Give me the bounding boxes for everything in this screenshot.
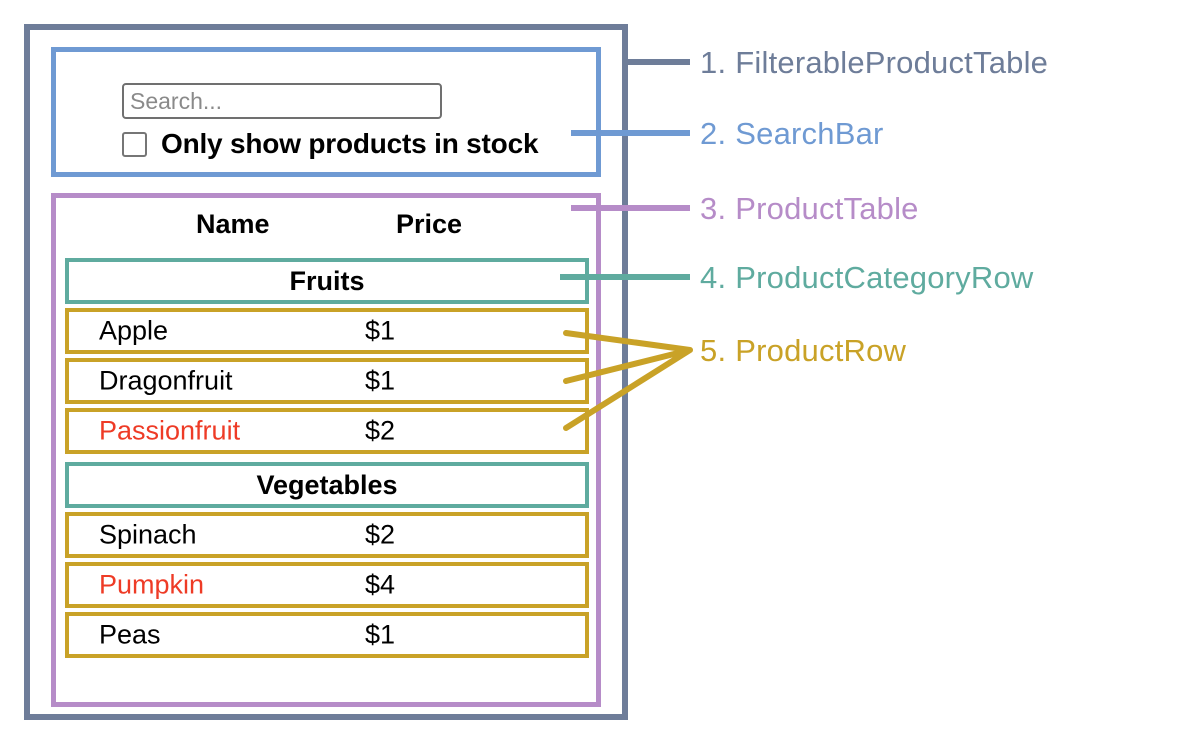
product-name: Apple [99, 315, 169, 346]
legend-text-2: SearchBar [735, 116, 884, 151]
product-row: Apple $1 [65, 308, 589, 354]
legend-text-1: FilterableProductTable [735, 45, 1049, 80]
product-row: Dragonfruit $1 [65, 358, 589, 404]
in-stock-filter-row[interactable]: Only show products in stock [122, 128, 539, 159]
only-in-stock-checkbox[interactable] [122, 131, 147, 157]
product-price: $1 [365, 619, 396, 650]
legend-text-3: ProductTable [735, 191, 919, 226]
legend-item-search-bar: 2.SearchBar [700, 118, 884, 149]
search-bar-box: Only show products in stock [51, 47, 601, 177]
product-row: Peas $1 [65, 612, 589, 658]
legend-number-4: 4. [700, 260, 727, 295]
product-category-row: Fruits [65, 258, 589, 304]
product-price: $2 [365, 415, 396, 446]
product-name: Dragonfruit [99, 365, 233, 396]
legend-number-1: 1. [700, 45, 727, 80]
column-header-price: Price [396, 209, 463, 239]
legend-item-filterable-product-table: 1.FilterableProductTable [700, 47, 1048, 78]
product-row: Passionfruit $2 [65, 408, 589, 454]
legend-number-5: 5. [700, 333, 727, 368]
product-category-label: Vegetables [256, 469, 398, 500]
product-category-row: Vegetables [65, 462, 589, 508]
legend-item-product-table: 3.ProductTable [700, 193, 919, 224]
legend-number-3: 3. [700, 191, 727, 226]
filterable-product-table-box: Only show products in stock Name Price F… [24, 24, 628, 720]
product-name: Passionfruit [99, 415, 241, 446]
product-price: $4 [365, 569, 396, 600]
legend-item-product-category-row: 4.ProductCategoryRow [700, 262, 1034, 293]
product-category-label: Fruits [289, 265, 365, 296]
product-name: Peas [99, 619, 161, 650]
product-table-header: Name Price [56, 207, 596, 247]
product-price: $1 [365, 315, 396, 346]
product-price: $2 [365, 519, 396, 550]
search-input[interactable] [122, 83, 442, 119]
legend-text-5: ProductRow [735, 333, 907, 368]
product-row: Spinach $2 [65, 512, 589, 558]
legend-text-4: ProductCategoryRow [735, 260, 1034, 295]
product-price: $1 [365, 365, 396, 396]
legend-number-2: 2. [700, 116, 727, 151]
legend-item-product-row: 5.ProductRow [700, 335, 906, 366]
product-name: Pumpkin [99, 569, 205, 600]
product-row: Pumpkin $4 [65, 562, 589, 608]
only-in-stock-label: Only show products in stock [161, 128, 539, 159]
product-name: Spinach [99, 519, 197, 550]
column-header-name: Name [196, 209, 270, 239]
